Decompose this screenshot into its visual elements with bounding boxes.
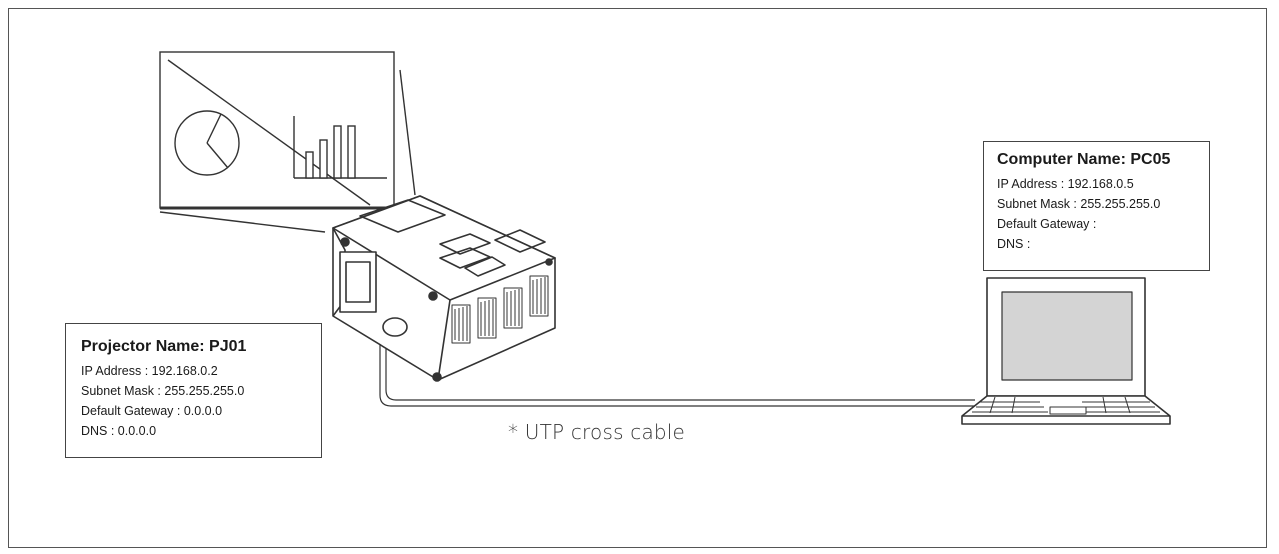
computer-dns: DNS : bbox=[997, 237, 1031, 251]
cable-icon bbox=[379, 332, 975, 407]
computer-subnet-mask: Subnet Mask : 255.255.255.0 bbox=[997, 197, 1161, 211]
projector-default-gateway: Default Gateway : 0.0.0.0 bbox=[81, 404, 223, 418]
projector-dns: DNS : 0.0.0.0 bbox=[81, 424, 157, 438]
computer-info-box: Computer Name: PC05 IP Address : 192.168… bbox=[983, 141, 1210, 271]
projection-ray-bottom bbox=[159, 211, 326, 233]
projector-subnet-mask: Subnet Mask : 255.255.255.0 bbox=[81, 384, 245, 398]
laptop-icon bbox=[961, 277, 1171, 425]
computer-default-gateway: Default Gateway : bbox=[997, 217, 1097, 231]
projection-ray-top bbox=[399, 69, 416, 196]
projector-info-box: Projector Name: PJ01 IP Address : 192.16… bbox=[65, 323, 322, 458]
computer-name: Computer Name: PC05 bbox=[997, 151, 1171, 168]
screen-icon bbox=[159, 51, 395, 210]
projector-ip-address: IP Address : 192.168.0.2 bbox=[81, 364, 218, 378]
cable-label: * UTP cross cable bbox=[508, 420, 686, 444]
computer-ip-address: IP Address : 192.168.0.5 bbox=[997, 177, 1134, 191]
projector-name: Projector Name: PJ01 bbox=[81, 338, 247, 355]
projector-icon bbox=[332, 195, 556, 382]
